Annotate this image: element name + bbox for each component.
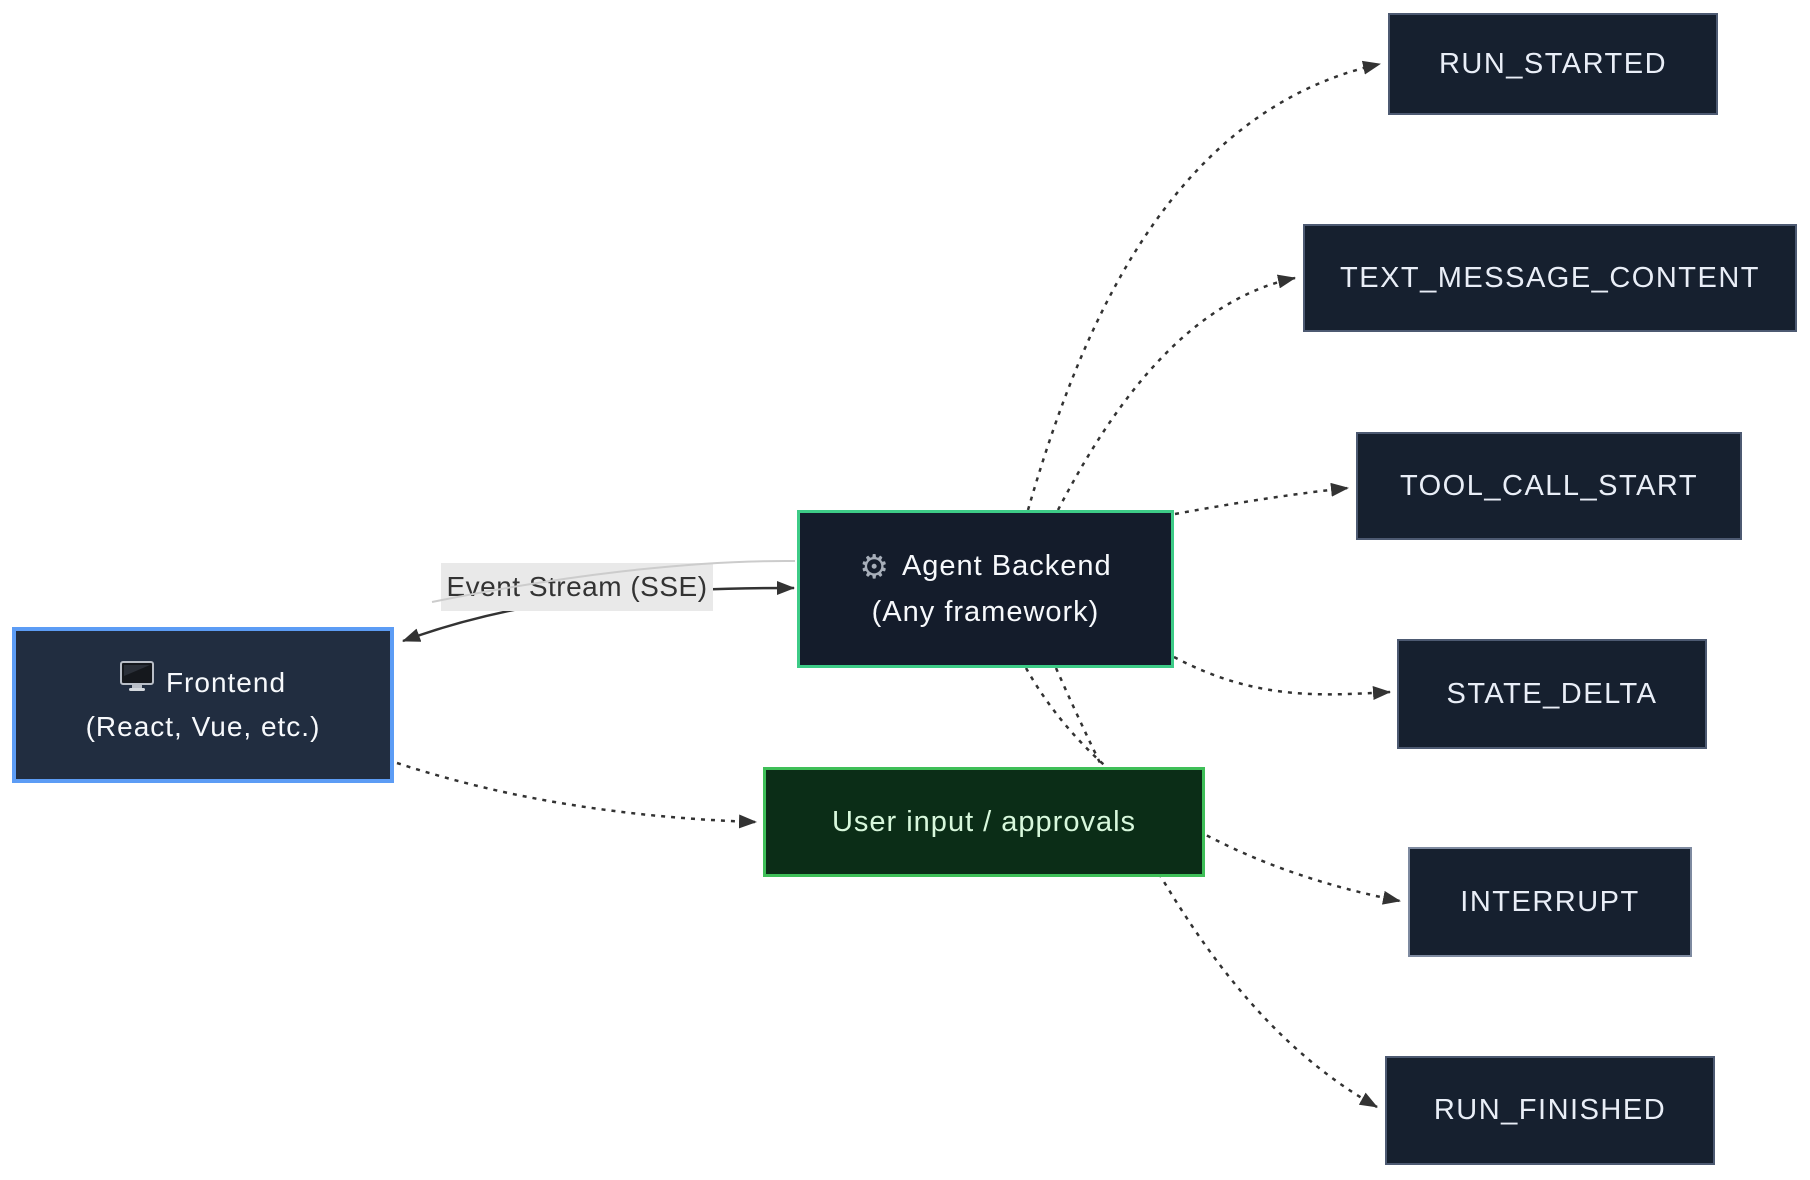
edge-backend-run-finished bbox=[1054, 667, 1378, 1109]
edge-backend-run-started bbox=[1026, 60, 1381, 511]
interrupt-label: INTERRUPT bbox=[1460, 885, 1640, 918]
backend-subtitle: (Any framework) bbox=[871, 596, 1100, 628]
node-text-message-content: TEXT_MESSAGE_CONTENT bbox=[1303, 224, 1797, 332]
run-started-label: RUN_STARTED bbox=[1438, 47, 1668, 80]
node-frontend: Frontend (React, Vue, etc.) bbox=[12, 627, 394, 783]
backend-title: Agent Backend bbox=[901, 550, 1112, 582]
node-run-finished: RUN_FINISHED bbox=[1385, 1056, 1715, 1165]
edge-backend-interrupt bbox=[1024, 667, 1401, 905]
node-state-delta: STATE_DELTA bbox=[1397, 639, 1707, 749]
run-finished-label: RUN_FINISHED bbox=[1433, 1094, 1667, 1126]
tool-call-start-label: TOOL_CALL_START bbox=[1399, 469, 1699, 502]
node-agent-backend: ⚙ Agent Backend (Any framework) bbox=[797, 510, 1174, 668]
desktop-computer-icon bbox=[119, 661, 154, 705]
edge-frontend-user-input bbox=[396, 761, 757, 829]
edge-label-event-stream: Event Stream (SSE) bbox=[441, 563, 713, 611]
frontend-title: Frontend bbox=[165, 667, 287, 698]
edge-backend-text-message-content bbox=[1056, 274, 1296, 511]
text-message-content-label: TEXT_MESSAGE_CONTENT bbox=[1340, 261, 1760, 294]
node-run-started: RUN_STARTED bbox=[1388, 13, 1718, 115]
user-input-label: User input / approvals bbox=[831, 805, 1137, 838]
frontend-subtitle: (React, Vue, etc.) bbox=[85, 711, 321, 742]
node-interrupt: INTERRUPT bbox=[1408, 847, 1692, 957]
edge-backend-state-delta bbox=[1173, 655, 1391, 700]
state-delta-label: STATE_DELTA bbox=[1446, 677, 1658, 710]
edge-backend-tool-call-start bbox=[1174, 482, 1349, 516]
node-tool-call-start: TOOL_CALL_START bbox=[1356, 432, 1742, 540]
node-user-input-approvals: User input / approvals bbox=[763, 767, 1205, 877]
gear-icon: ⚙ bbox=[859, 547, 890, 585]
